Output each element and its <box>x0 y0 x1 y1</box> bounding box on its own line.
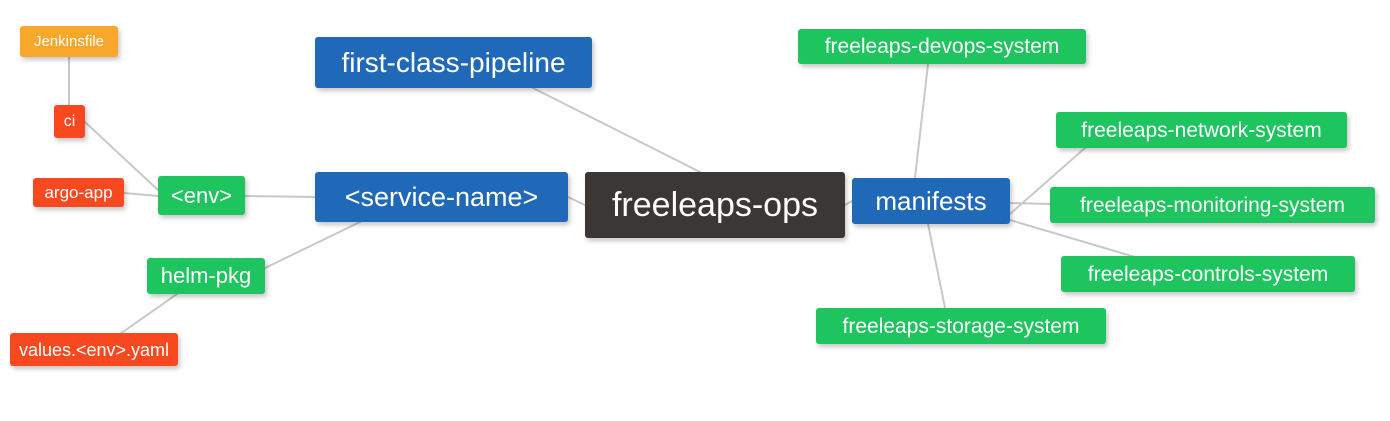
edge-service-name-to-helm-pkg <box>264 221 361 269</box>
edge-manifests-to-freeleaps-monitoring-system <box>1009 202 1051 205</box>
node-label: first-class-pipeline <box>341 46 566 78</box>
node-ci[interactable]: ci <box>54 105 85 138</box>
edge-manifests-to-freeleaps-controls-system <box>1009 219 1136 258</box>
node-label: freeleaps-controls-system <box>1087 262 1329 286</box>
node-label: <service-name> <box>344 181 539 212</box>
node-label: freeleaps-devops-system <box>824 35 1060 58</box>
edge-freeleaps-ops-to-manifests <box>844 200 853 206</box>
edge-service-name-to-env <box>244 195 316 198</box>
node-freeleaps-storage-system[interactable]: freeleaps-storage-system <box>816 308 1106 344</box>
edge-manifests-to-freeleaps-devops-system <box>914 63 929 179</box>
edge-env-to-ci <box>84 121 159 191</box>
node-label: <env> <box>170 182 233 208</box>
node-manifests[interactable]: manifests <box>852 178 1010 224</box>
node-freeleaps-network-system[interactable]: freeleaps-network-system <box>1056 112 1347 148</box>
edge-freeleaps-ops-to-first-class-pipeline <box>532 87 701 173</box>
node-argo-app[interactable]: argo-app <box>33 178 124 207</box>
node-freeleaps-devops-system[interactable]: freeleaps-devops-system <box>798 29 1086 64</box>
node-label: freeleaps-network-system <box>1081 118 1322 142</box>
node-label: freeleaps-ops <box>611 186 818 224</box>
node-label: helm-pkg <box>160 263 252 288</box>
node-values-env-yaml[interactable]: values.<env>.yaml <box>10 333 178 366</box>
node-env[interactable]: <env> <box>158 176 245 215</box>
node-label: manifests <box>875 186 987 216</box>
node-service-name[interactable]: <service-name> <box>315 172 568 222</box>
node-label: argo-app <box>44 183 113 202</box>
node-jenkinsfile[interactable]: Jenkinsfile <box>20 26 118 57</box>
edge-manifests-to-freeleaps-storage-system <box>927 223 946 309</box>
node-freeleaps-monitoring-system[interactable]: freeleaps-monitoring-system <box>1050 187 1375 223</box>
node-label: ci <box>63 112 76 130</box>
node-first-class-pipeline[interactable]: first-class-pipeline <box>315 37 592 88</box>
edge-freeleaps-ops-to-service-name <box>567 196 586 206</box>
node-label: freeleaps-storage-system <box>842 314 1080 338</box>
node-freeleaps-ops[interactable]: freeleaps-ops <box>585 172 845 238</box>
node-label: freeleaps-monitoring-system <box>1080 193 1345 217</box>
node-helm-pkg[interactable]: helm-pkg <box>147 258 265 294</box>
node-label: Jenkinsfile <box>33 33 105 50</box>
edge-helm-pkg-to-values-env-yaml <box>119 293 178 335</box>
node-label: values.<env>.yaml <box>18 339 170 360</box>
node-freeleaps-controls-system[interactable]: freeleaps-controls-system <box>1061 256 1355 292</box>
edge-env-to-argo-app <box>123 192 159 197</box>
